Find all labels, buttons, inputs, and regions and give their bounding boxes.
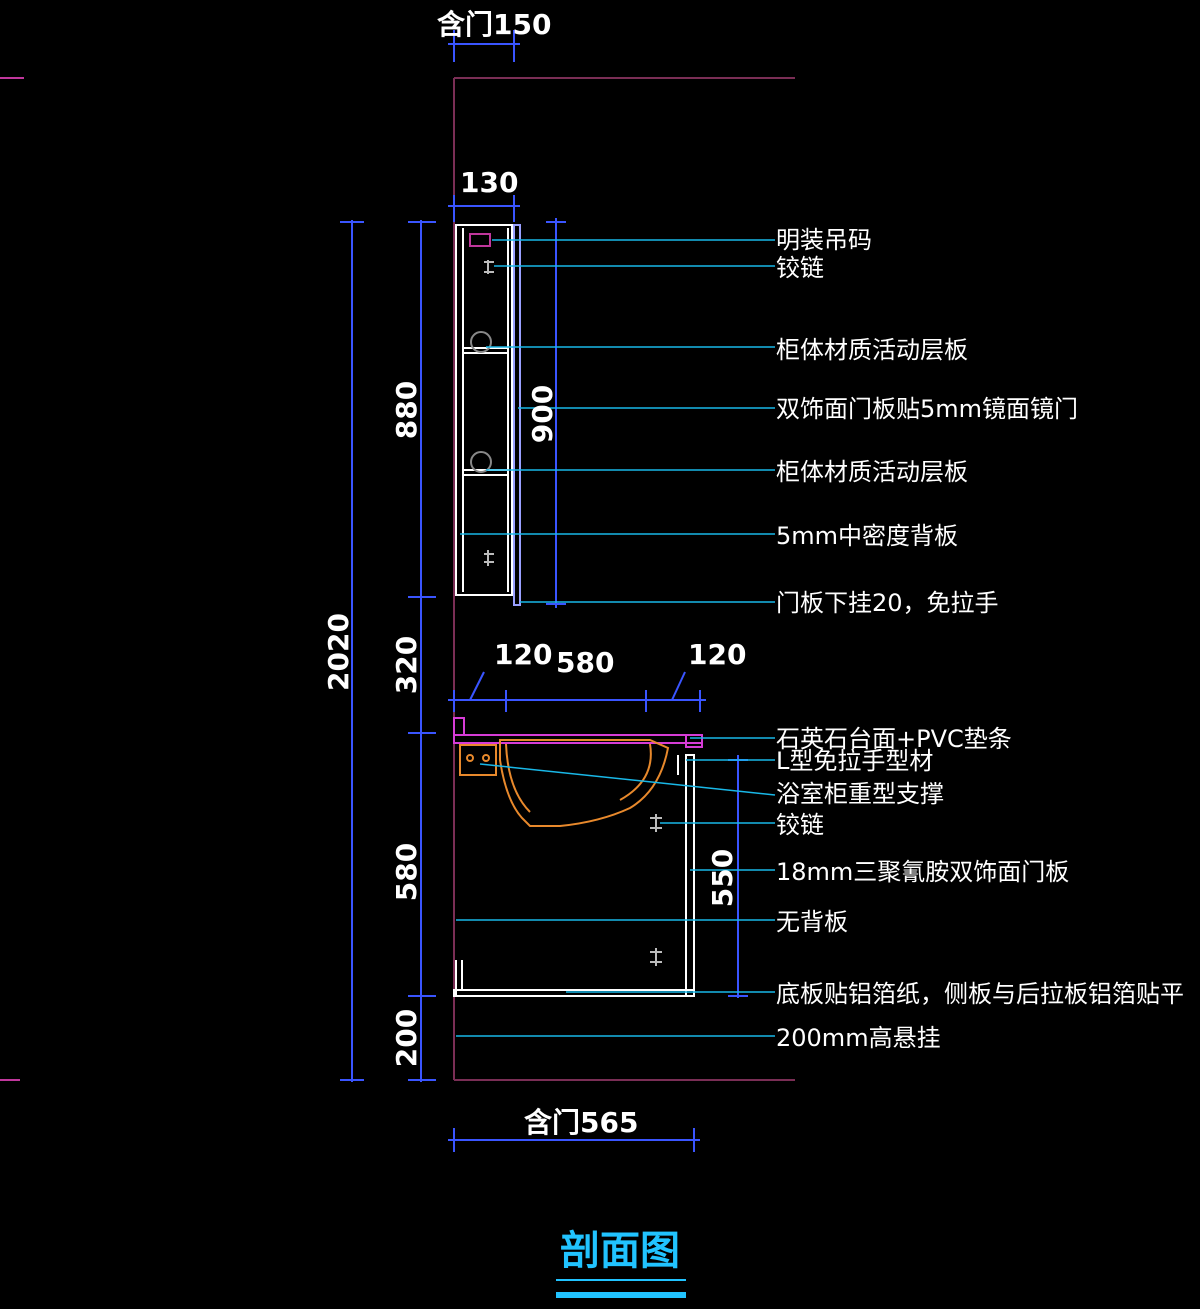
dim-lower-height: 580 [390, 843, 423, 901]
label-door-overhang: 门板下挂20，免拉手 [776, 589, 999, 617]
label-shelf-1: 柜体材质活动层板 [776, 336, 968, 364]
dim-door-height: 900 [526, 385, 559, 443]
drawing-title: 剖面图 [560, 1228, 680, 1274]
dim-bottom-depth: 含门565 [524, 1106, 638, 1139]
dimension-texts: 含门150 130 2020 880 900 320 580 200 120 5… [322, 8, 746, 1139]
leader-lines [456, 239, 776, 1037]
dim-upper-height: 880 [390, 381, 423, 439]
dimension-lines [340, 30, 748, 1152]
label-door-panel: 18mm三聚氰胺双饰面门板 [776, 858, 1069, 886]
label-bottom-foil: 底板贴铝箔纸，侧板与后拉板铝箔贴平 [776, 980, 1184, 1008]
label-l-profile: L型免拉手型材 [776, 747, 933, 775]
dim-top-right-offset: 120 [688, 638, 746, 671]
dim-top-left-offset: 120 [494, 638, 552, 671]
dim-hang-height: 200 [390, 1009, 423, 1067]
reference-lines [0, 77, 795, 1081]
label-hinge-lower: 铰链 [776, 811, 824, 839]
upper-cabinet [455, 224, 521, 606]
label-mirror-door: 双饰面门板贴5mm镜面镜门 [776, 395, 1078, 423]
dim-top-depth: 含门150 [437, 8, 551, 41]
label-hang-height: 200mm高悬挂 [776, 1024, 941, 1052]
label-hinge-upper: 铰链 [776, 254, 824, 282]
label-no-back-panel: 无背板 [776, 908, 848, 936]
label-shelf-2: 柜体材质活动层板 [776, 458, 968, 486]
drawing-title-block: 剖面图 [556, 1228, 686, 1298]
dim-gap-height: 320 [390, 636, 423, 694]
label-support: 浴室柜重型支撑 [776, 780, 944, 808]
lower-vanity [453, 717, 703, 997]
dim-total-height: 2020 [322, 613, 355, 691]
dim-upper-depth: 130 [460, 166, 518, 199]
dim-sink-width: 580 [556, 646, 614, 679]
label-back-panel: 5mm中密度背板 [776, 522, 958, 550]
callout-labels: 明装吊码 铰链 柜体材质活动层板 双饰面门板贴5mm镜面镜门 柜体材质活动层板 … [776, 226, 1184, 1052]
label-countertop: 石英石台面+PVC垫条 [776, 725, 1012, 753]
label-hanging-bracket: 明装吊码 [776, 226, 872, 254]
dim-lower-door-height: 550 [706, 849, 739, 907]
